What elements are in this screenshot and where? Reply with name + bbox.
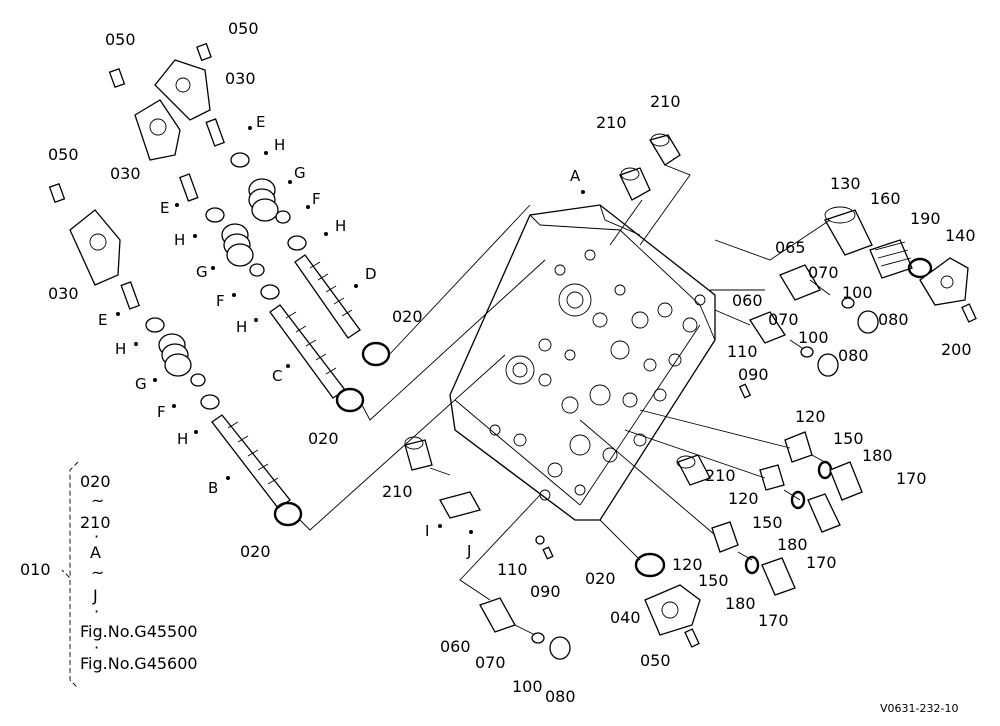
label-210: 210	[382, 482, 413, 501]
label-170: 170	[758, 611, 789, 630]
lower-small-parts	[439, 383, 752, 660]
callout-h: H	[236, 318, 247, 336]
label-170: 170	[896, 469, 927, 488]
label-020: 020	[240, 542, 271, 561]
label-120: 120	[672, 555, 703, 574]
callout-i: I	[425, 522, 429, 540]
label-065: 065	[775, 238, 806, 257]
label-190: 190	[910, 209, 941, 228]
label-080: 080	[545, 687, 576, 706]
legend-dot: ·	[94, 638, 99, 657]
label-050: 050	[228, 19, 259, 38]
callout-h: H	[115, 340, 126, 358]
label-100: 100	[512, 677, 543, 696]
label-110: 110	[497, 560, 528, 579]
label-160: 160	[870, 189, 901, 208]
label-050: 050	[48, 145, 79, 164]
callout-h: H	[335, 217, 346, 235]
callout-g: G	[294, 164, 306, 182]
legend-assembly-number: 010	[20, 560, 51, 579]
label-050: 050	[105, 30, 136, 49]
label-020: 020	[392, 307, 423, 326]
relief-valve-assembly	[710, 206, 977, 377]
label-030: 030	[225, 69, 256, 88]
legend-dot: ·	[94, 602, 99, 621]
label-130: 130	[830, 174, 861, 193]
legend-dot: ·	[94, 527, 99, 546]
label-030: 030	[110, 164, 141, 183]
label-150: 150	[752, 513, 783, 532]
label-180: 180	[725, 594, 756, 613]
callout-d: D	[365, 265, 377, 283]
spool-column-c	[108, 67, 346, 399]
label-090: 090	[530, 582, 561, 601]
legend-line: 020	[80, 472, 111, 491]
legend-line: A	[90, 543, 101, 562]
plug-210-group	[404, 133, 711, 486]
callout-f: F	[216, 292, 225, 310]
label-200: 200	[941, 340, 972, 359]
label-150: 150	[833, 429, 864, 448]
label-080: 080	[838, 346, 869, 365]
label-100: 100	[798, 328, 829, 347]
label-110: 110	[727, 342, 758, 361]
valve-body	[449, 204, 716, 521]
label-210: 210	[705, 466, 736, 485]
label-060: 060	[732, 291, 763, 310]
label-180: 180	[777, 535, 808, 554]
label-020: 020	[308, 429, 339, 448]
label-080: 080	[878, 310, 909, 329]
legend-tilde: ~	[91, 563, 104, 582]
o-ring-020-d	[634, 552, 666, 578]
drawing-reference: V0631-232-10	[880, 702, 958, 715]
legend-line: 210	[80, 513, 111, 532]
label-070: 070	[768, 310, 799, 329]
legend-line: Fig.No.G45600	[80, 654, 198, 673]
label-150: 150	[698, 571, 729, 590]
letter-callouts: A B C D E E E F F F G G G H H H H H	[98, 113, 585, 560]
label-210: 210	[596, 113, 627, 132]
callout-c: C	[272, 367, 282, 385]
spool-column-d	[154, 42, 361, 339]
label-040: 040	[610, 608, 641, 627]
label-120: 120	[728, 489, 759, 508]
label-090: 090	[738, 365, 769, 384]
o-ring-020-b	[335, 387, 365, 413]
label-050: 050	[640, 651, 671, 670]
label-120: 120	[795, 407, 826, 426]
label-180: 180	[862, 446, 893, 465]
label-100: 100	[842, 283, 873, 302]
label-140: 140	[945, 226, 976, 245]
callout-e: E	[98, 311, 107, 329]
legend-line: Fig.No.G45500	[80, 622, 198, 641]
callout-j: J	[466, 542, 471, 560]
legend-tilde: ~	[91, 491, 104, 510]
o-ring-020-c	[273, 501, 303, 527]
callout-h: H	[174, 231, 185, 249]
o-ring-020-a	[361, 341, 391, 367]
callout-e: E	[256, 113, 265, 131]
callout-a: A	[570, 167, 581, 185]
label-070: 070	[475, 653, 506, 672]
assembly-legend: 010 020 ~ 210 · A ~ J · Fig.No.G45500 · …	[20, 461, 198, 689]
callout-h: H	[177, 430, 188, 448]
spool-column-b	[48, 182, 291, 509]
callout-e: E	[160, 199, 169, 217]
callout-g: G	[196, 263, 208, 281]
label-210: 210	[650, 92, 681, 111]
callout-h: H	[274, 136, 285, 154]
label-060: 060	[440, 637, 471, 656]
callout-b: B	[208, 479, 218, 497]
callout-f: F	[157, 403, 166, 421]
part-labels: 050 050 050 050 030 030 030 020 020 020 …	[48, 19, 976, 706]
label-170: 170	[806, 553, 837, 572]
relief-assemblies-lower	[579, 409, 863, 596]
callout-g: G	[135, 375, 147, 393]
label-030: 030	[48, 284, 79, 303]
label-020: 020	[585, 569, 616, 588]
label-070: 070	[808, 263, 839, 282]
legend-line: J	[92, 586, 98, 605]
callout-f: F	[312, 190, 321, 208]
